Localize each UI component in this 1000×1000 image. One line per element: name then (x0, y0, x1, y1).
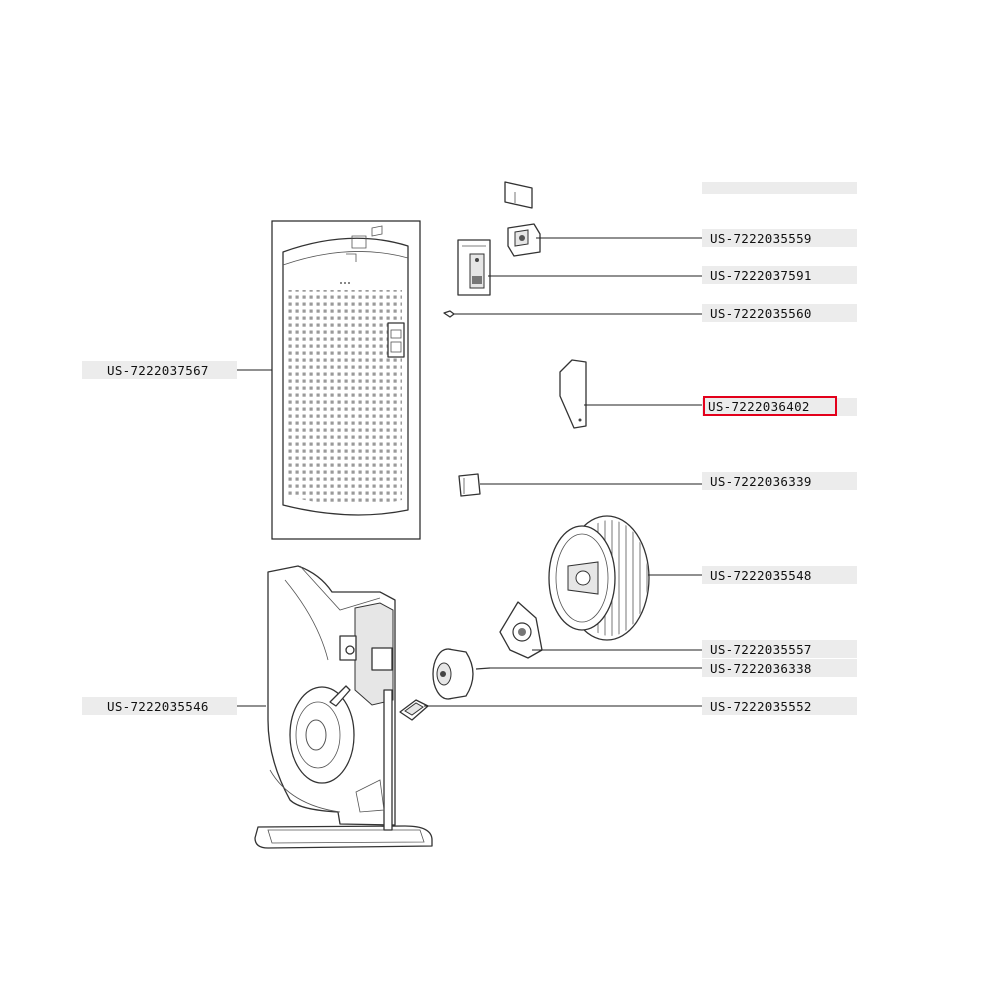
part-label-7567[interactable]: US-7222037567 (82, 361, 237, 379)
part-label-5546[interactable]: US-7222035546 (82, 697, 237, 715)
part-label-5546-text: US-7222035546 (107, 699, 209, 714)
motor-bracket-part[interactable] (499, 601, 543, 659)
part-label-6339-text: US-7222036339 (710, 474, 812, 489)
part-label-5557-text: US-7222035557 (710, 642, 812, 657)
cover-plate-part[interactable] (559, 359, 587, 429)
part-label-6402-text: US-7222036402 (708, 399, 810, 414)
part-label-5559[interactable]: US-7222035559 (702, 229, 857, 247)
screw-part[interactable] (443, 310, 455, 318)
part-label-5548[interactable]: US-7222035548 (702, 566, 857, 584)
part-label-5552-text: US-7222035552 (710, 699, 812, 714)
connector-clip-part[interactable] (458, 473, 481, 497)
motor-part[interactable] (432, 648, 491, 700)
control-switch-part[interactable] (507, 223, 541, 257)
top-bracket-part[interactable] (504, 181, 533, 209)
front-grille-panel[interactable] (271, 220, 421, 540)
part-label-hidden-top[interactable] (702, 182, 857, 194)
part-label-6338[interactable]: US-7222036338 (702, 659, 857, 677)
part-label-7591-text: US-7222037591 (710, 268, 812, 283)
part-label-5552[interactable]: US-7222035552 (702, 697, 857, 715)
part-label-5559-text: US-7222035559 (710, 231, 812, 246)
control-pcb-part[interactable] (457, 239, 491, 296)
part-label-7567-text: US-7222037567 (107, 363, 209, 378)
part-label-6402[interactable]: US-7222036402 (702, 396, 857, 416)
part-label-5560[interactable]: US-7222035560 (702, 304, 857, 322)
leader-lines (236, 237, 702, 707)
part-label-6338-text: US-7222036338 (710, 661, 812, 676)
rear-housing-part[interactable] (254, 565, 433, 849)
blower-wheel-part[interactable] (548, 515, 650, 641)
part-label-5560-text: US-7222035560 (710, 306, 812, 321)
part-label-6339[interactable]: US-7222036339 (702, 472, 857, 490)
part-label-5548-text: US-7222035548 (710, 568, 812, 583)
sensor-plate-part[interactable] (399, 699, 429, 721)
selection-highlight-box (703, 396, 837, 416)
part-label-7591[interactable]: US-7222037591 (702, 266, 857, 284)
part-label-5557[interactable]: US-7222035557 (702, 640, 857, 658)
